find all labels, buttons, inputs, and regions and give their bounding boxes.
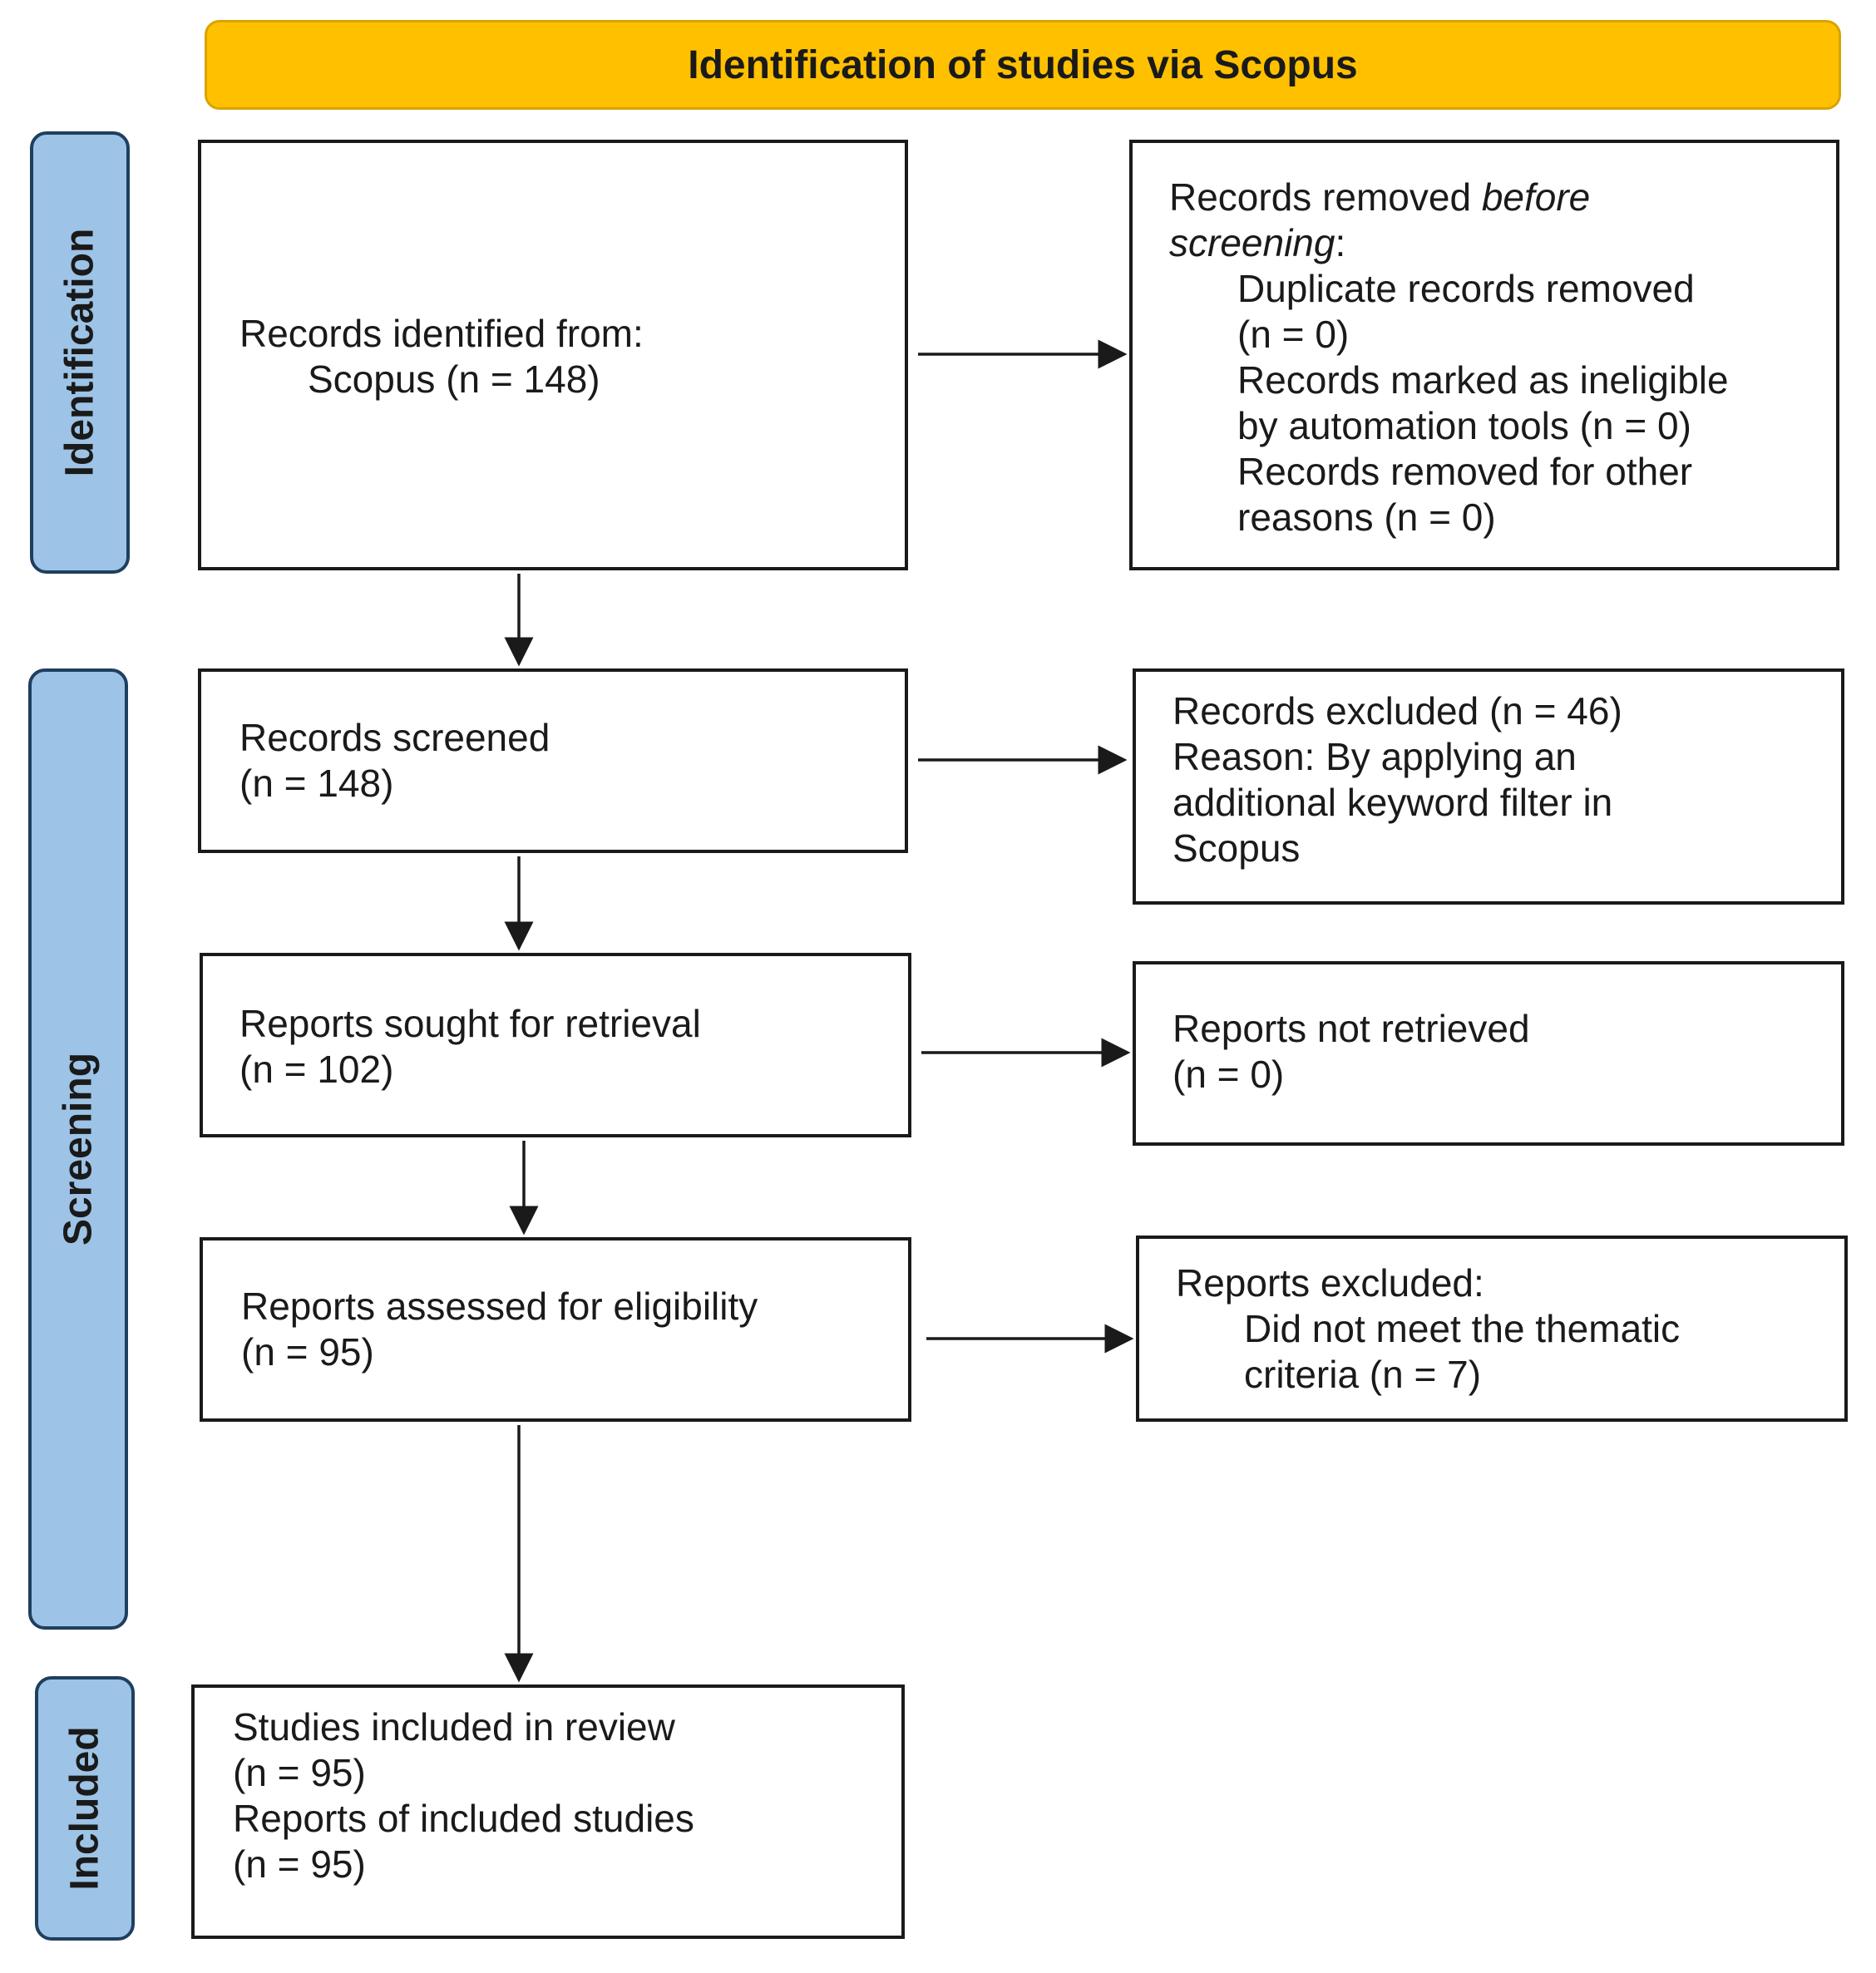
phase-screening: Screening [28,668,128,1630]
records-screened-line2: (n = 148) [239,762,394,805]
records-removed-prefix: Records removed [1169,175,1482,219]
reports-sought-line2: (n = 102) [239,1048,394,1091]
reports-excluded-line3: criteria (n = 7) [1244,1353,1482,1396]
duplicate-records-line2: (n = 0) [1237,313,1350,356]
records-removed-heading-cont: screening: [1169,220,1729,266]
ineligible-records-line2: by automation tools (n = 0) [1237,404,1691,447]
records-identified-box: Records identified from: Scopus (n = 148… [198,140,908,570]
reports-excluded-box: Reports excluded: Did not meet the thema… [1136,1236,1848,1422]
records-screened-line1: Records screened [239,716,550,759]
studies-included-line1: Studies included in review [233,1705,675,1749]
ineligible-records-line1: Records marked as ineligible [1237,358,1729,402]
header-banner: Identification of studies via Scopus [205,20,1841,110]
records-removed-box: Records removed before screening: Duplic… [1129,140,1839,570]
reports-excluded-line1: Reports excluded: [1176,1261,1484,1305]
header-title: Identification of studies via Scopus [688,42,1358,87]
records-excluded-line2: Reason: By applying an [1172,735,1577,778]
records-excluded-line1: Records excluded (n = 46) [1172,689,1622,732]
reports-excluded-line2: Did not meet the thematic [1244,1307,1681,1350]
reports-assessed-box: Reports assessed for eligibility (n = 95… [200,1237,911,1422]
studies-included-box: Studies included in review (n = 95) Repo… [191,1684,905,1939]
records-removed-heading: Records removed before [1169,175,1729,220]
reports-assessed-line2: (n = 95) [241,1330,374,1374]
studies-included-line2: (n = 95) [233,1751,366,1794]
other-reasons-line1: Records removed for other [1237,450,1693,493]
records-screened-box: Records screened (n = 148) [198,668,908,853]
records-removed-colon: : [1335,221,1346,264]
reports-included-line1: Reports of included studies [233,1797,694,1840]
records-excluded-line4: Scopus [1172,826,1301,870]
phase-included: Included [35,1676,135,1941]
reports-sought-box: Reports sought for retrieval (n = 102) [200,953,911,1137]
records-identified-line1: Records identified from: [239,312,644,355]
reports-not-retrieved-line2: (n = 0) [1172,1053,1285,1096]
records-excluded-box: Records excluded (n = 46) Reason: By app… [1133,668,1844,905]
records-excluded-line3: additional keyword filter in [1172,781,1613,824]
other-reasons-line2: reasons (n = 0) [1237,496,1496,539]
reports-sought-line1: Reports sought for retrieval [239,1002,701,1045]
records-removed-emph-screening: screening [1169,221,1335,264]
reports-assessed-line1: Reports assessed for eligibility [241,1285,758,1328]
reports-included-line2: (n = 95) [233,1842,366,1886]
phase-identification: Identification [30,131,130,574]
records-identified-line2: Scopus (n = 148) [308,358,600,401]
reports-not-retrieved-line1: Reports not retrieved [1172,1007,1530,1050]
duplicate-records-line1: Duplicate records removed [1237,267,1695,310]
records-removed-emph-before: before [1481,175,1591,219]
reports-not-retrieved-box: Reports not retrieved (n = 0) [1133,961,1844,1146]
